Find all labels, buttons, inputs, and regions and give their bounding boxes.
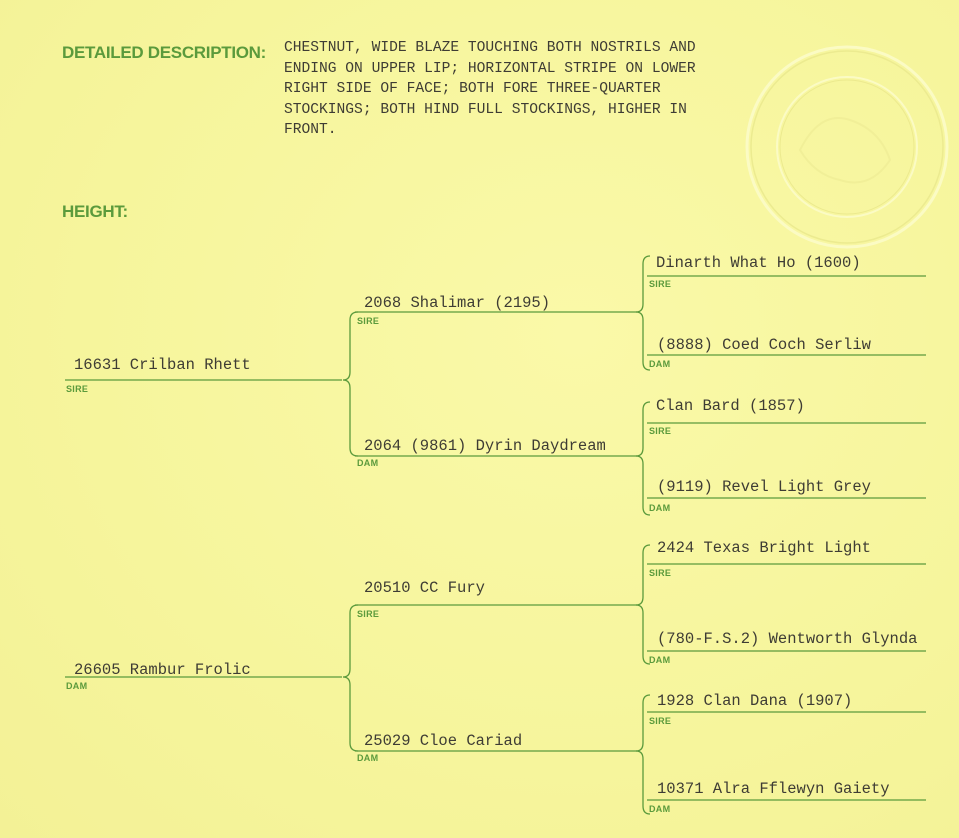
sire-tag: SIRE — [357, 609, 380, 619]
sire-tag: SIRE — [649, 568, 672, 578]
ancestor-name: Clan Bard (1857) — [656, 397, 805, 415]
ancestor-name: 1928 Clan Dana (1907) — [657, 692, 853, 710]
description-line: RIGHT SIDE OF FACE; BOTH FORE THREE-QUAR… — [284, 81, 661, 97]
ancestor-name: (9119) Revel Light Grey — [657, 478, 871, 496]
dam-name: 26605 Rambur Frolic — [74, 661, 251, 679]
sire-tag: SIRE — [649, 426, 672, 436]
description-line: CHESTNUT, WIDE BLAZE TOUCHING BOTH NOSTR… — [284, 40, 696, 56]
ancestor-name: 2424 Texas Bright Light — [657, 539, 871, 557]
ancestor-name: (8888) Coed Coch Serliw — [657, 336, 871, 354]
dam-tag: DAM — [357, 458, 379, 468]
dam-dam-name: 25029 Cloe Cariad — [364, 732, 523, 750]
dam-tag: DAM — [649, 359, 671, 369]
sire-tag: SIRE — [649, 279, 672, 289]
description-text: CHESTNUT, WIDE BLAZE TOUCHING BOTH NOSTR… — [284, 38, 764, 141]
sire-sire-name: 2068 Shalimar (2195) — [364, 294, 551, 312]
sire-name: 16631 Crilban Rhett — [74, 356, 251, 374]
ancestor-name: 10371 Alra Fflewyn Gaiety — [657, 780, 890, 798]
dam-tag: DAM — [649, 655, 671, 665]
dam-tag: DAM — [357, 753, 379, 763]
ancestor-name: Dinarth What Ho (1600) — [656, 254, 861, 272]
sire-tag: SIRE — [357, 316, 380, 326]
dam-tag: DAM — [649, 503, 671, 513]
dam-sire-name: 20510 CC Fury — [364, 579, 485, 597]
dam-tag: DAM — [66, 681, 88, 691]
detailed-description-label: DETAILED DESCRIPTION: — [62, 43, 267, 62]
sire-dam-name: 2064 (9861) Dyrin Daydream — [364, 437, 606, 455]
embossed-seal — [745, 45, 949, 249]
description-line: ENDING ON UPPER LIP; HORIZONTAL STRIPE O… — [284, 60, 696, 77]
description-line: FRONT. — [284, 122, 337, 138]
dam-tag: DAM — [649, 804, 671, 814]
description-line: STOCKINGS; BOTH HIND FULL STOCKINGS, HIG… — [284, 101, 687, 118]
height-label: HEIGHT: — [62, 202, 128, 221]
sire-tag: SIRE — [66, 384, 89, 394]
ancestor-name: (780-F.S.2) Wentworth Glynda — [657, 630, 918, 648]
sire-tag: SIRE — [649, 716, 672, 726]
